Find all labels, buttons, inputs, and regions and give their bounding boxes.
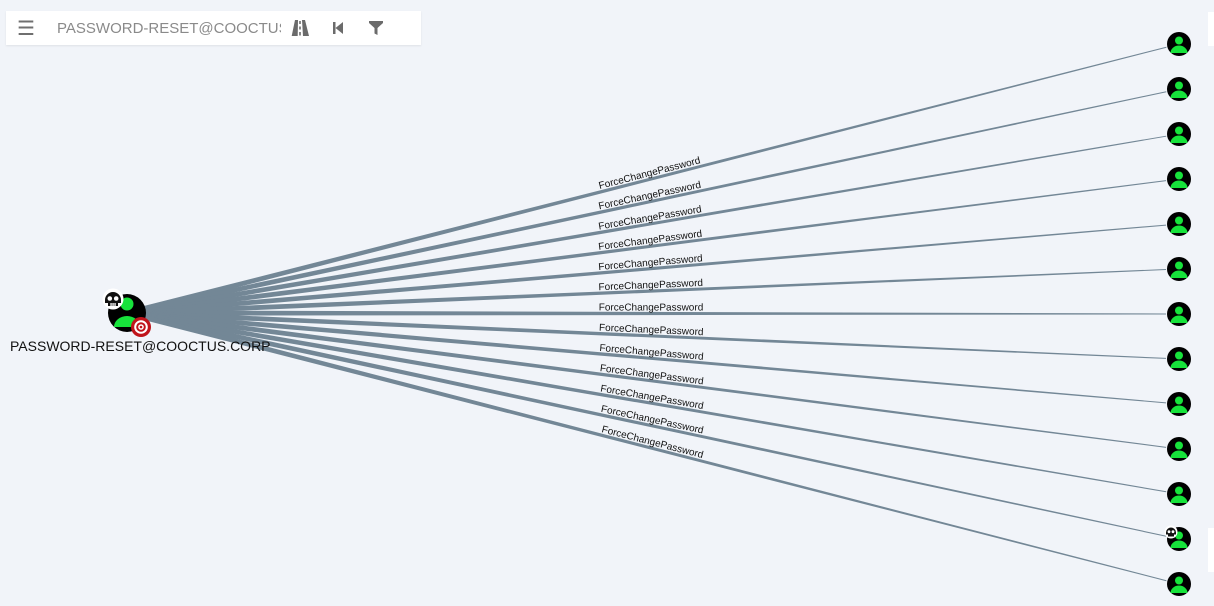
edge-force-change-password[interactable] xyxy=(144,269,1167,315)
edge-force-change-password[interactable] xyxy=(143,314,1167,582)
target-user-node[interactable] xyxy=(1167,212,1191,236)
menu-button[interactable]: ☰ xyxy=(6,11,46,45)
edge-force-change-password[interactable] xyxy=(144,313,1167,493)
source-node[interactable]: PASSWORD-RESET@COOCTUS.CORP xyxy=(10,288,271,355)
search-input[interactable] xyxy=(46,11,281,45)
back-button[interactable] xyxy=(319,11,357,45)
edge-label: ForceChangePassword xyxy=(598,278,703,293)
right-edge-panel xyxy=(1208,528,1214,572)
target-user-node[interactable] xyxy=(1167,572,1191,596)
skull-icon xyxy=(102,288,124,310)
target-user-node[interactable] xyxy=(1167,482,1191,506)
filter-button[interactable] xyxy=(357,11,395,45)
user-icon xyxy=(1170,216,1188,233)
edge-force-change-password[interactable] xyxy=(144,224,1167,315)
skull-icon xyxy=(1164,525,1178,539)
edge-force-change-password[interactable] xyxy=(144,91,1167,312)
target-user-node[interactable] xyxy=(1167,167,1191,191)
user-icon xyxy=(1170,306,1188,323)
target-user-node[interactable] xyxy=(1167,347,1191,371)
target-nodes-layer xyxy=(1164,32,1192,596)
edge-label: ForceChangePassword xyxy=(599,323,704,339)
user-icon xyxy=(1170,351,1188,368)
edge-force-change-password[interactable] xyxy=(144,180,1167,314)
user-icon xyxy=(1170,576,1188,593)
road-icon xyxy=(291,20,309,36)
edges-layer xyxy=(143,46,1167,582)
pathfinding-button[interactable] xyxy=(281,11,319,45)
target-user-node[interactable] xyxy=(1167,437,1191,461)
target-user-node[interactable] xyxy=(1167,122,1191,146)
high-value-target-icon xyxy=(131,317,151,337)
edge-force-change-password[interactable] xyxy=(144,135,1167,313)
filter-icon xyxy=(369,20,383,35)
edge-force-change-password[interactable] xyxy=(144,311,1167,404)
edge-force-change-password[interactable] xyxy=(144,312,1167,448)
target-user-node[interactable] xyxy=(1167,77,1191,101)
target-user-node[interactable] xyxy=(1164,525,1192,552)
edge-label: ForceChangePassword xyxy=(599,302,704,313)
edge-force-change-password[interactable] xyxy=(144,314,1167,537)
user-icon xyxy=(1170,171,1188,188)
edge-force-change-password[interactable] xyxy=(144,311,1167,359)
user-icon xyxy=(1170,396,1188,413)
user-icon xyxy=(1170,81,1188,98)
right-edge-panel xyxy=(1208,12,1214,46)
edge-labels-layer: ForceChangePasswordForceChangePasswordFo… xyxy=(598,155,705,461)
source-node-label: PASSWORD-RESET@COOCTUS.CORP xyxy=(10,338,271,354)
user-icon xyxy=(1170,126,1188,143)
edge-label: ForceChangePassword xyxy=(598,229,703,253)
user-icon xyxy=(1170,36,1188,53)
edge-force-change-password[interactable] xyxy=(143,46,1167,312)
target-user-node[interactable] xyxy=(1167,392,1191,416)
hamburger-menu-icon: ☰ xyxy=(17,17,35,40)
user-icon xyxy=(1170,441,1188,458)
edge-force-change-password[interactable] xyxy=(144,310,1167,316)
target-user-node[interactable] xyxy=(1167,32,1191,56)
edge-label: ForceChangePassword xyxy=(599,363,704,387)
user-icon xyxy=(1170,486,1188,503)
user-icon xyxy=(1170,261,1188,278)
search-toolbar: ☰ xyxy=(6,11,421,45)
target-user-node[interactable] xyxy=(1167,257,1191,281)
step-backward-icon xyxy=(333,22,343,34)
target-user-node[interactable] xyxy=(1167,302,1191,326)
